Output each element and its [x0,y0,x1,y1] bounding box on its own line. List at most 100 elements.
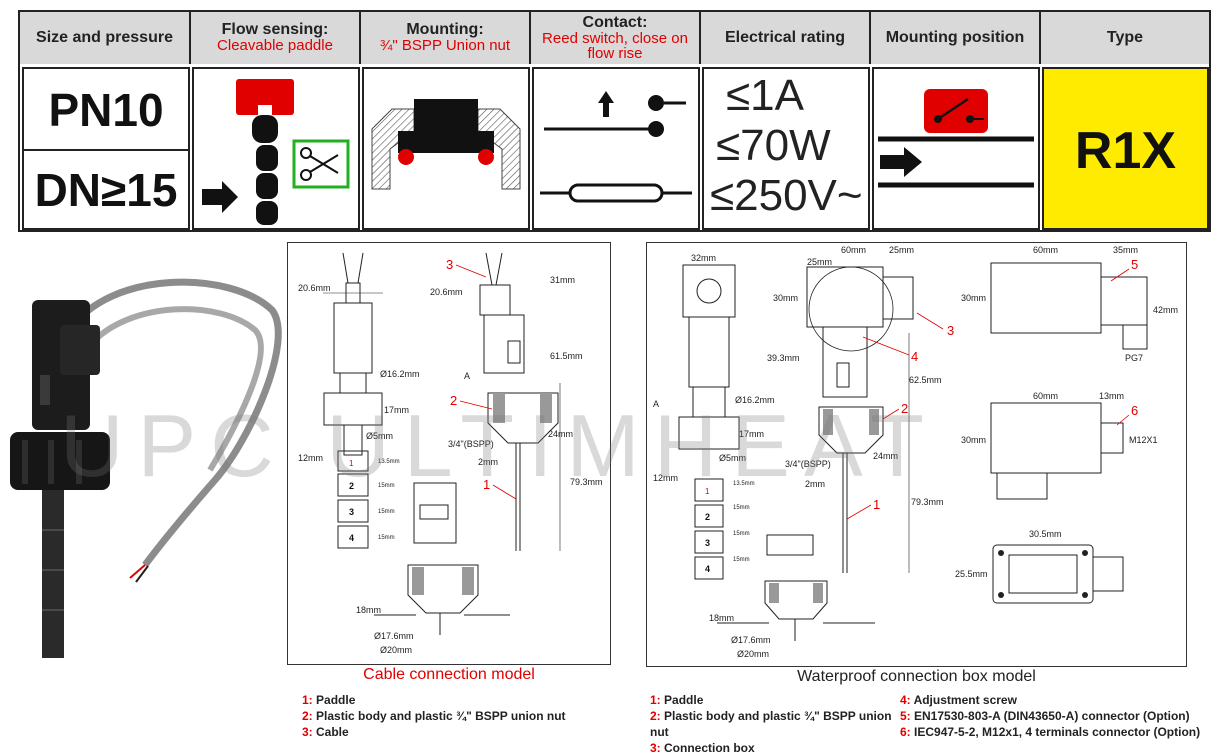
cell-paddle-icon [192,67,360,230]
box-model-legend-right: 4: Adjustment screw 5: EN17530-803-A (DI… [900,692,1210,740]
header-title: Size and pressure [36,29,173,46]
segment-label: 3 [349,507,354,517]
legend-item: 1: Paddle [650,692,900,708]
header-title: Contact: [582,14,648,31]
dim-label: Ø16.2mm [380,369,420,379]
header-mounting-position: Mounting position [871,12,1041,64]
dim-label: 62.5mm [909,375,942,385]
reed-switch-icon [540,91,692,203]
header-contact: Contact: Reed switch, close on flow rise [531,12,701,64]
legend-number: 1: [650,693,661,707]
cable-model-svg: 1 2 3 4 20.6mm Ø16.2mm 17mm Ø5mm 12mm 13… [298,252,603,655]
segment-label: 2 [705,512,710,522]
legend-number: 2: [650,709,661,723]
legend-item: 5: EN17530-803-A (DIN43650-A) connector … [900,708,1210,724]
legend-number: 4: [900,693,911,707]
dim-label: 18mm [356,605,381,615]
dim-label: 3/4"(BSPP) [785,459,831,469]
horizontal-pipe-icon [878,89,1034,188]
dim-label: Ø16.2mm [735,395,775,405]
dim-label: Ø17.6mm [731,635,771,645]
legend-item: 2: Plastic body and plastic ¾" BSPP unio… [650,708,900,740]
dim-label: 42mm [1153,305,1178,315]
dim-label: PG7 [1125,353,1143,363]
dim-label: 60mm [1033,245,1058,255]
header-subtitle: ¾" BSPP Union nut [379,37,511,54]
dim-label: 79.3mm [911,497,944,507]
cell-size-pressure: PN10 DN≥15 [22,67,190,230]
dim-label: 12mm [298,453,323,463]
legend-number: 3: [650,741,661,755]
legend-number: 2: [302,709,313,723]
rating-voltage: ≤250V~ [710,171,863,220]
cell-type: R1X [1042,67,1209,230]
box-model-title: Waterproof connection box model [797,668,1036,685]
dim-label: 39.3mm [767,353,800,363]
dim-label-2: 15mm [378,509,395,515]
dim-label: M12X1 [1129,435,1158,445]
dim-label: 60mm [841,245,866,255]
dim-label: Ø5mm [366,431,393,441]
legend-item: 3: Cable [302,724,612,740]
header-flow-sensing: Flow sensing: Cleavable paddle [191,12,361,64]
dim-label: 20.6mm [430,287,463,297]
dim-label: 2mm [805,479,825,489]
dim-label: 25mm [889,245,914,255]
dim-label: 2mm [478,457,498,467]
dim-label: 13.5mm [733,481,755,487]
cell-mounting-position-icon [872,67,1040,230]
box-model-legend-left: 1: Paddle 2: Plastic body and plastic ¾"… [650,692,900,756]
dim-label: 30.5mm [1029,529,1062,539]
legend-text: Adjustment screw [913,693,1017,707]
dim-label: 25mm [807,257,832,267]
legend-text: Plastic body and plastic ¾" BSPP union n… [316,709,566,723]
segment-label: 3 [705,538,710,548]
dim-label: 17mm [384,405,409,415]
legend-text: Paddle [316,693,356,707]
legend-item: 1: Paddle [302,692,612,708]
dim-label: 13mm [1099,391,1124,401]
header-title: Electrical rating [724,29,846,46]
box-model-drawing: 1 2 3 4 32mm A Ø16.2mm 17mm Ø5mm 12mm 13… [646,242,1187,667]
legend-text: Cable [316,725,349,739]
rating-current: ≤1A [726,71,804,120]
callout-number: 2 [901,401,908,416]
size-value: DN≥15 [34,164,178,216]
legend-item: 2: Plastic body and plastic ¾" BSPP unio… [302,708,612,724]
legend-text: Paddle [664,693,704,707]
callout-number: 6 [1131,403,1138,418]
dim-label: 20.6mm [298,283,331,293]
callout-number: 1 [483,477,490,492]
flow-switch-photo [10,278,282,658]
dim-label: 13.5mm [378,459,400,465]
dim-label: 3/4"(BSPP) [448,439,494,449]
divider [24,149,188,151]
dim-label: 15mm [733,505,750,511]
header-mounting: Mounting: ¾" BSPP Union nut [361,12,531,64]
cell-mounting-icon [362,67,530,230]
legend-text: Plastic body and plastic ¾" BSPP union n… [650,709,892,739]
header-title: Mounting position [885,29,1025,46]
cable-model-legend: 1: Paddle 2: Plastic body and plastic ¾"… [302,692,612,740]
segment-label: 4 [349,533,354,543]
dim-label: A [653,399,659,409]
dim-label: 30mm [961,293,986,303]
legend-number: 6: [900,725,911,739]
dim-label: 24mm [548,429,573,439]
callout-number: 3 [947,323,954,338]
legend-number: 3: [302,725,313,739]
rating-power: ≤70W [716,121,831,170]
cable-model-drawing: 1 2 3 4 20.6mm Ø16.2mm 17mm Ø5mm 12mm 13… [287,242,611,665]
callout-number: 3 [446,257,453,272]
header-subtitle: Cleavable paddle [217,37,333,54]
callout-number: 1 [873,497,880,512]
dim-label: Ø17.6mm [374,631,414,641]
dim-label: Ø20mm [380,645,412,655]
dim-label: 17mm [739,429,764,439]
header-subtitle: Reed switch, close on flow rise [542,30,688,62]
dim-label: 31mm [550,275,575,285]
box-model-svg: 1 2 3 4 32mm A Ø16.2mm 17mm Ø5mm 12mm 13… [653,245,1178,659]
header-size-pressure: Size and pressure [20,12,191,64]
legend-text: EN17530-803-A (DIN43650-A) connector (Op… [914,709,1190,723]
segment-label: 4 [705,564,710,574]
